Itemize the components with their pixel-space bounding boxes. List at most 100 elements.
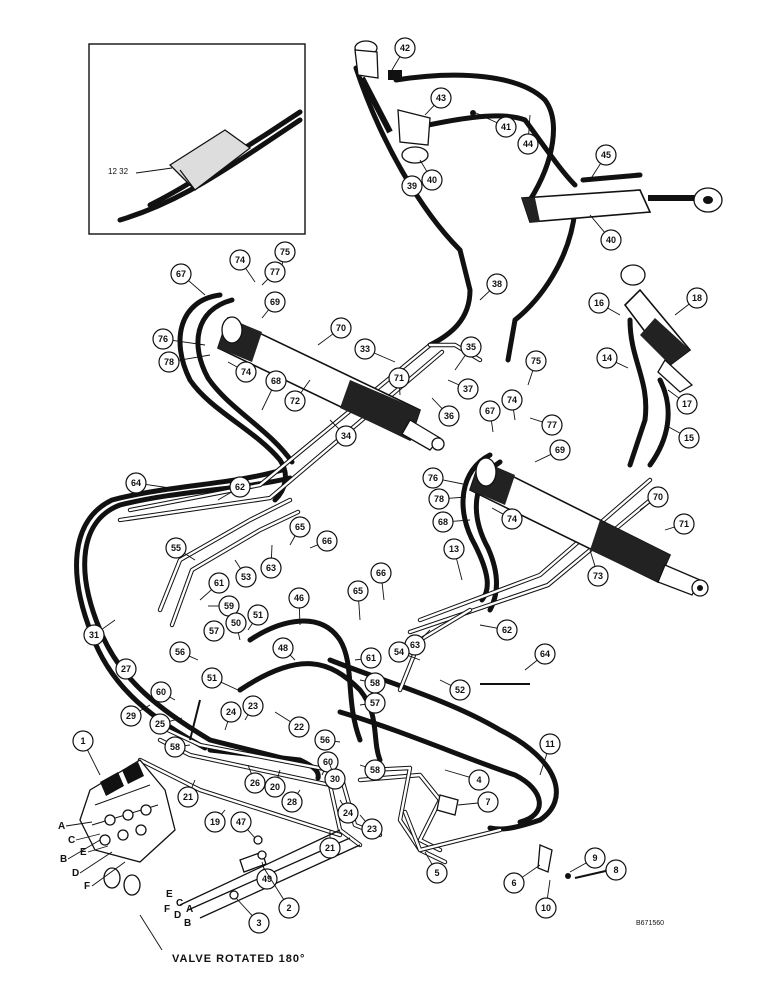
line-letter-D: D: [174, 910, 181, 921]
callout-number: 36: [444, 411, 454, 421]
inset-bracket-edge: [179, 169, 196, 191]
callout-41: 41: [475, 112, 517, 138]
port-letter-E: E: [80, 847, 87, 858]
hose-67-left: [177, 292, 288, 503]
cylinder-73-clevis: [657, 564, 701, 596]
callout-circle: [152, 328, 174, 350]
callout-38: 38: [479, 273, 508, 301]
callout-26: 26: [244, 764, 266, 794]
callout-63: 63: [260, 544, 282, 579]
callout-number: 61: [366, 653, 376, 663]
callout-number: 61: [214, 578, 224, 588]
callout-number: 67: [485, 406, 495, 416]
callout-65: 65: [347, 580, 369, 621]
callout-leader: [534, 453, 552, 463]
callout-leader: [354, 658, 362, 661]
callout-circle: [247, 604, 269, 626]
tube-5: [402, 809, 503, 853]
callout-circle: [260, 557, 282, 579]
callout-circle: [541, 414, 563, 436]
callout-circle: [177, 786, 199, 808]
callout-leader: [329, 764, 333, 770]
callout-number: 45: [601, 150, 611, 160]
callout-number: 77: [270, 267, 280, 277]
hose-68-left: [195, 297, 295, 465]
callout-leader: [101, 619, 116, 630]
callout-71: 71: [664, 513, 695, 535]
callout-29: 29: [120, 704, 151, 727]
callout-circle: [584, 847, 606, 869]
bracket-25: [189, 699, 201, 741]
callout-number: 10: [541, 903, 551, 913]
callout-8: 8: [605, 859, 627, 881]
cylinder-39-eye: [401, 146, 429, 164]
cylinder-72-clevis: [401, 419, 441, 451]
callout-number: 24: [226, 707, 236, 717]
callout-number: 74: [507, 514, 517, 524]
callout-53: 53: [234, 559, 257, 588]
callout-leader: [145, 484, 171, 489]
callout-leader: [589, 549, 596, 567]
callout-leader: [452, 519, 471, 522]
callout-circle: [686, 287, 708, 309]
callout-leader: [297, 789, 301, 794]
hose-44b: [402, 113, 578, 188]
callout-leader: [274, 711, 291, 723]
callout-leader: [261, 389, 273, 411]
callout-44: 44: [517, 114, 539, 155]
cylinder-73: [469, 457, 709, 597]
callout-number: 58: [170, 742, 180, 752]
line-letter-A: A: [186, 904, 193, 915]
callout-number: 67: [176, 269, 186, 279]
callout-circle: [432, 511, 454, 533]
line-letter-E: E: [166, 889, 173, 900]
callout-64: 64: [524, 643, 556, 671]
callout-75: 75: [525, 350, 547, 386]
clamp-7: [436, 794, 459, 816]
callout-circle: [535, 897, 557, 919]
callout-circle: [460, 336, 482, 358]
port-letter-D: D: [72, 868, 79, 879]
callout-16: 16: [588, 292, 621, 316]
callout-circle: [158, 351, 180, 373]
small-fittings: [189, 683, 611, 900]
callout-leader: [528, 114, 531, 135]
callout-leader: [300, 379, 311, 394]
callout-leader: [569, 862, 587, 873]
callout-number: 74: [235, 255, 245, 265]
callout-circle: [596, 347, 618, 369]
callout-circle: [265, 370, 287, 392]
callout-leader: [169, 696, 176, 701]
callout-number: 63: [266, 563, 276, 573]
port-letter-A: A: [58, 821, 65, 832]
callout-10: 10: [535, 879, 557, 919]
hose-44a: [393, 72, 556, 203]
callout-leader: [424, 851, 433, 865]
callout-61: 61: [199, 572, 230, 601]
hose-38: [505, 207, 578, 363]
callout-leader: [309, 544, 318, 549]
callout-52: 52: [439, 679, 471, 701]
callout-number: 63: [410, 640, 420, 650]
callout-number: 14: [602, 353, 612, 363]
callout-leader: [359, 679, 366, 682]
callout-61: 61: [354, 647, 382, 669]
callout-circle: [370, 562, 392, 584]
rod-E: [179, 829, 341, 906]
callout-number: 66: [322, 536, 332, 546]
hose-48: [237, 661, 383, 763]
callout-leader: [521, 864, 541, 878]
callout-33: 33: [354, 338, 396, 363]
port-letter-F: F: [84, 881, 90, 892]
callout-48: 48: [272, 637, 296, 661]
callout-leader: [289, 535, 296, 546]
callout-circle: [330, 317, 352, 339]
callout-leader: [373, 352, 396, 363]
line-letter-C: C: [176, 898, 183, 909]
callout-leader: [184, 744, 191, 747]
callout-leader: [289, 654, 296, 661]
callout-circle: [220, 701, 242, 723]
callout-number: 42: [400, 43, 410, 53]
valve-spool-2: [123, 874, 141, 896]
callout-leader: [261, 864, 285, 900]
